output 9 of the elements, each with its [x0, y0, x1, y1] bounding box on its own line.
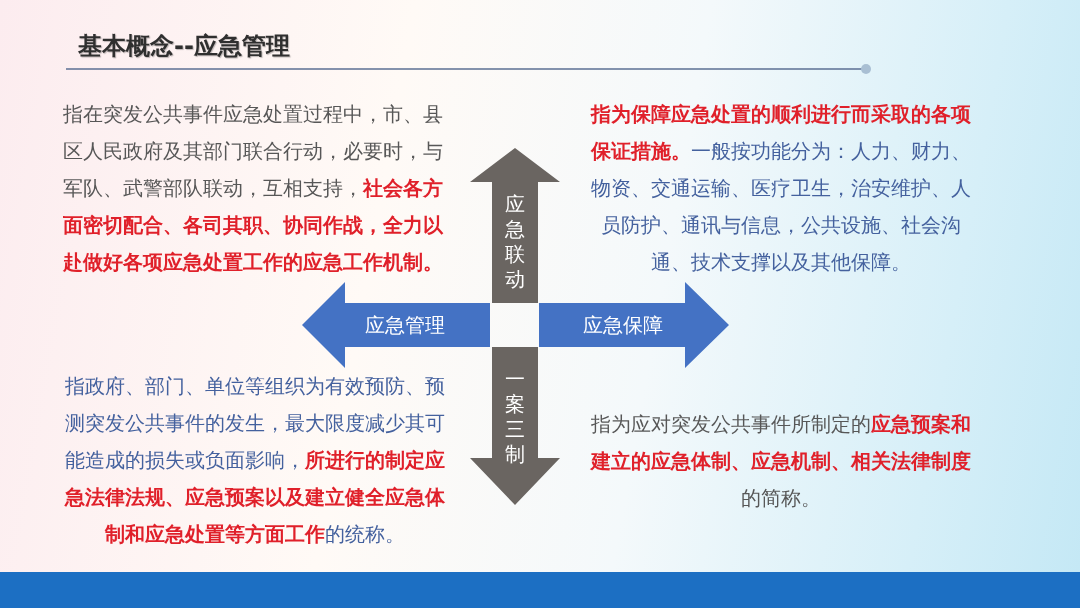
arrow-label: 一案三制	[505, 367, 525, 467]
arrow-label: 应急管理	[365, 314, 445, 336]
definition-text: 指为应对突发公共事件所制定的应急预案和建立的应急体制、应急机制、相关法律制度的简称。	[590, 411, 972, 512]
slide-title: 基本概念--应急管理	[78, 31, 290, 61]
definition-text: 指政府、部门、单位等组织为有效预防、预测突发公共事件的发生，最大限度减少其可能造成的损失或负面影响，所进行的制定应急法律法规、应急预案以及建立健全应急体制和应急处置等方面工作的统称。	[64, 373, 446, 548]
arrow-label: 应急保障	[583, 314, 663, 336]
arrow-label: 应急联动	[505, 192, 525, 292]
definition-text: 指在突发公共事件应急处置过程中，市、县区人民政府及其部门联合行动，必要时，与军队、武警部队联动，互相支持，社会各方面密切配合、各司其职、协同作战，全力以赴做好各项应急处置工作的应急工作机制。	[62, 101, 444, 276]
definition-text: 指为保障应急处置的顺利进行而采取的各项保证措施。一般按功能分为：人力、财力、物资、交通运输、医疗卫生，治安维护、人员防护、通讯与信息，公共设施、社会沟通、技术支撑以及其他保障。	[590, 101, 972, 276]
